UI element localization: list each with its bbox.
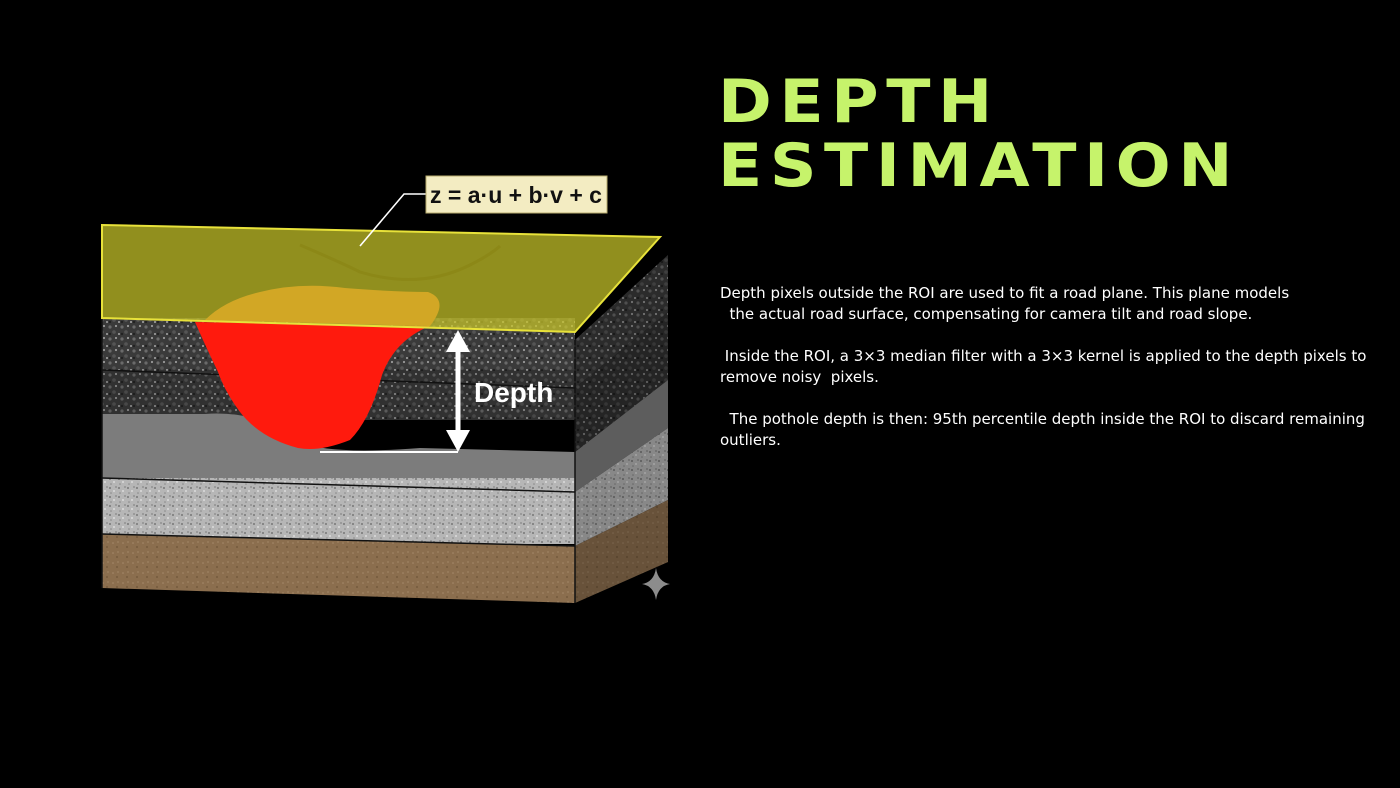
plane-equation-label: z = a·u + b·v + c bbox=[430, 182, 602, 208]
title-line-2: ESTIMATION bbox=[718, 131, 1241, 201]
depth-label: Depth bbox=[474, 377, 553, 408]
four-point-star-icon bbox=[642, 568, 670, 600]
depth-measurement: Depth bbox=[320, 330, 553, 453]
depth-arrow-up-icon bbox=[446, 330, 470, 352]
gravel-layer bbox=[102, 478, 575, 544]
equation-callout: z = a·u + b·v + c bbox=[359, 175, 608, 247]
title-line-1: DEPTH bbox=[718, 67, 1000, 137]
description-text: Depth pixels outside the ROI are used to… bbox=[720, 283, 1370, 472]
paragraph-median-filter: Inside the ROI, a 3×3 median filter with… bbox=[720, 347, 1372, 386]
block-side-face bbox=[575, 255, 668, 603]
soil-layer bbox=[102, 534, 575, 603]
paragraph-road-plane: Depth pixels outside the ROI are used to… bbox=[720, 284, 1290, 323]
pothole-depth-diagram: Depth z = a·u + b·v + c bbox=[101, 175, 668, 603]
depth-arrow-down-icon bbox=[446, 430, 470, 452]
page-title: DEPTH ESTIMATION bbox=[718, 70, 1400, 198]
paragraph-percentile: The pothole depth is then: 95th percenti… bbox=[720, 410, 1370, 449]
pothole-cross-section bbox=[195, 322, 430, 449]
plane-depression-shading bbox=[299, 243, 502, 281]
